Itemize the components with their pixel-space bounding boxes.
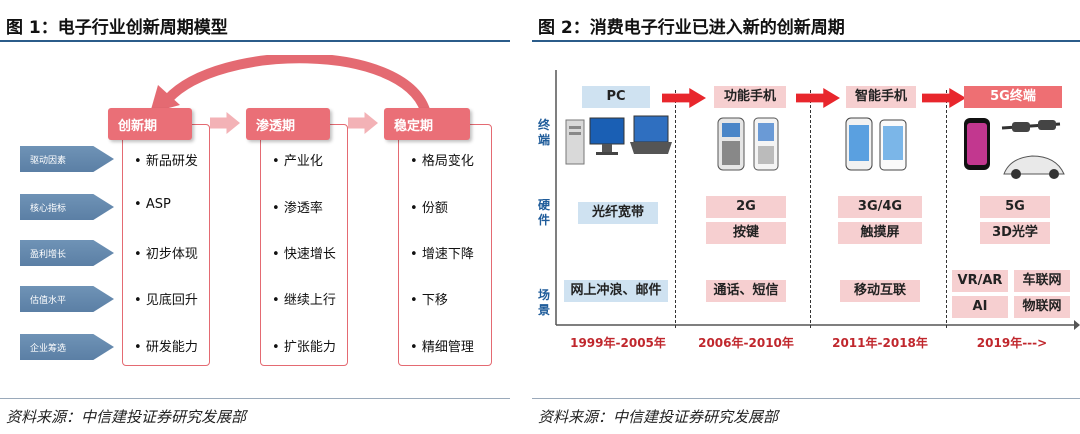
figure1-bottom-rule (0, 398, 510, 399)
column-innovation-header: 创新期 (108, 108, 192, 140)
cycle-arc-arrow (140, 55, 445, 115)
flow-arrow (210, 112, 240, 134)
era-scene: AI (952, 296, 1008, 318)
era-scene: 网上冲浪、邮件 (564, 280, 668, 302)
era-hardware: 2G (706, 196, 786, 218)
era-terminal-pc: PC (582, 86, 650, 108)
era-scene: VR/AR (952, 270, 1008, 292)
side-label-core-metric: 核心指标 (20, 194, 114, 220)
figure1-title: 图 1：电子行业创新周期模型 (6, 13, 228, 38)
row-label-scene: 场景 (537, 288, 551, 318)
column-penetration-header: 渗透期 (246, 108, 330, 140)
figure2-bottom-rule (532, 398, 1080, 399)
era-scene: 物联网 (1014, 296, 1070, 318)
column-innovation-item: 初步体现 (134, 243, 198, 262)
column-innovation-item: ASP (134, 197, 171, 212)
figure2-title: 图 2：消费电子行业已进入新的创新周期 (538, 13, 845, 38)
side-label-profit-growth: 盈利增长 (20, 240, 114, 266)
pc-devices-icon (564, 114, 672, 168)
column-penetration-item: 渗透率 (272, 197, 323, 216)
column-stable-item: 格局变化 (410, 150, 474, 169)
feature-phone-icon (714, 116, 784, 174)
era-hardware: 按键 (706, 222, 786, 244)
column-stable-item: 精细管理 (410, 336, 474, 355)
figure1-source: 资料来源：中信建投证券研究发展部 (6, 406, 246, 427)
figure1-title-rule (0, 40, 510, 42)
column-innovation-item: 研发能力 (134, 336, 198, 355)
column-stable-item: 下移 (410, 289, 448, 308)
column-innovation-item: 新品研发 (134, 150, 198, 169)
row-label-hardware: 硬件 (537, 198, 551, 228)
era-hardware: 触摸屏 (838, 222, 922, 244)
era-scene: 通话、短信 (706, 280, 786, 302)
era-terminal-smartphone: 智能手机 (846, 86, 916, 108)
era-hardware: 3D光学 (980, 222, 1050, 244)
column-stable-item: 份额 (410, 197, 448, 216)
column-stable-header: 稳定期 (384, 108, 470, 140)
side-label-driver: 驱动因素 (20, 146, 114, 172)
side-label-valuation: 估值水平 (20, 286, 114, 312)
column-innovation-item: 见底回升 (134, 289, 198, 308)
column-penetration-item: 快速增长 (272, 243, 336, 262)
era-year: 2006年-2010年 (690, 334, 802, 351)
era-scene: 车联网 (1014, 270, 1070, 292)
era-year: 2019年---> (960, 334, 1064, 351)
column-stable-item: 增速下降 (410, 243, 474, 262)
side-label-selection: 企业筹选 (20, 334, 114, 360)
figure2-title-rule (532, 40, 1080, 42)
smartphone-icon (842, 116, 922, 174)
era-terminal-feature-phone: 功能手机 (714, 86, 786, 108)
era-terminal-5g: 5G终端 (964, 86, 1062, 108)
era-divider (946, 90, 947, 328)
era-hardware: 3G/4G (838, 196, 922, 218)
era-hardware: 光纤宽带 (578, 202, 658, 224)
era-year: 2011年-2018年 (824, 334, 936, 351)
era-divider (675, 90, 676, 328)
era-year: 1999年-2005年 (562, 334, 674, 351)
column-penetration-item: 扩张能力 (272, 336, 336, 355)
figure2-source: 资料来源：中信建投证券研究发展部 (538, 406, 778, 427)
era-hardware: 5G (980, 196, 1050, 218)
row-label-terminal: 终端 (537, 118, 551, 148)
era-scene: 移动互联 (840, 280, 920, 302)
era-divider (810, 90, 811, 328)
5g-devices-icon (960, 114, 1070, 184)
column-penetration-item: 产业化 (272, 150, 323, 169)
column-penetration-item: 继续上行 (272, 289, 336, 308)
flow-arrow (348, 112, 378, 134)
